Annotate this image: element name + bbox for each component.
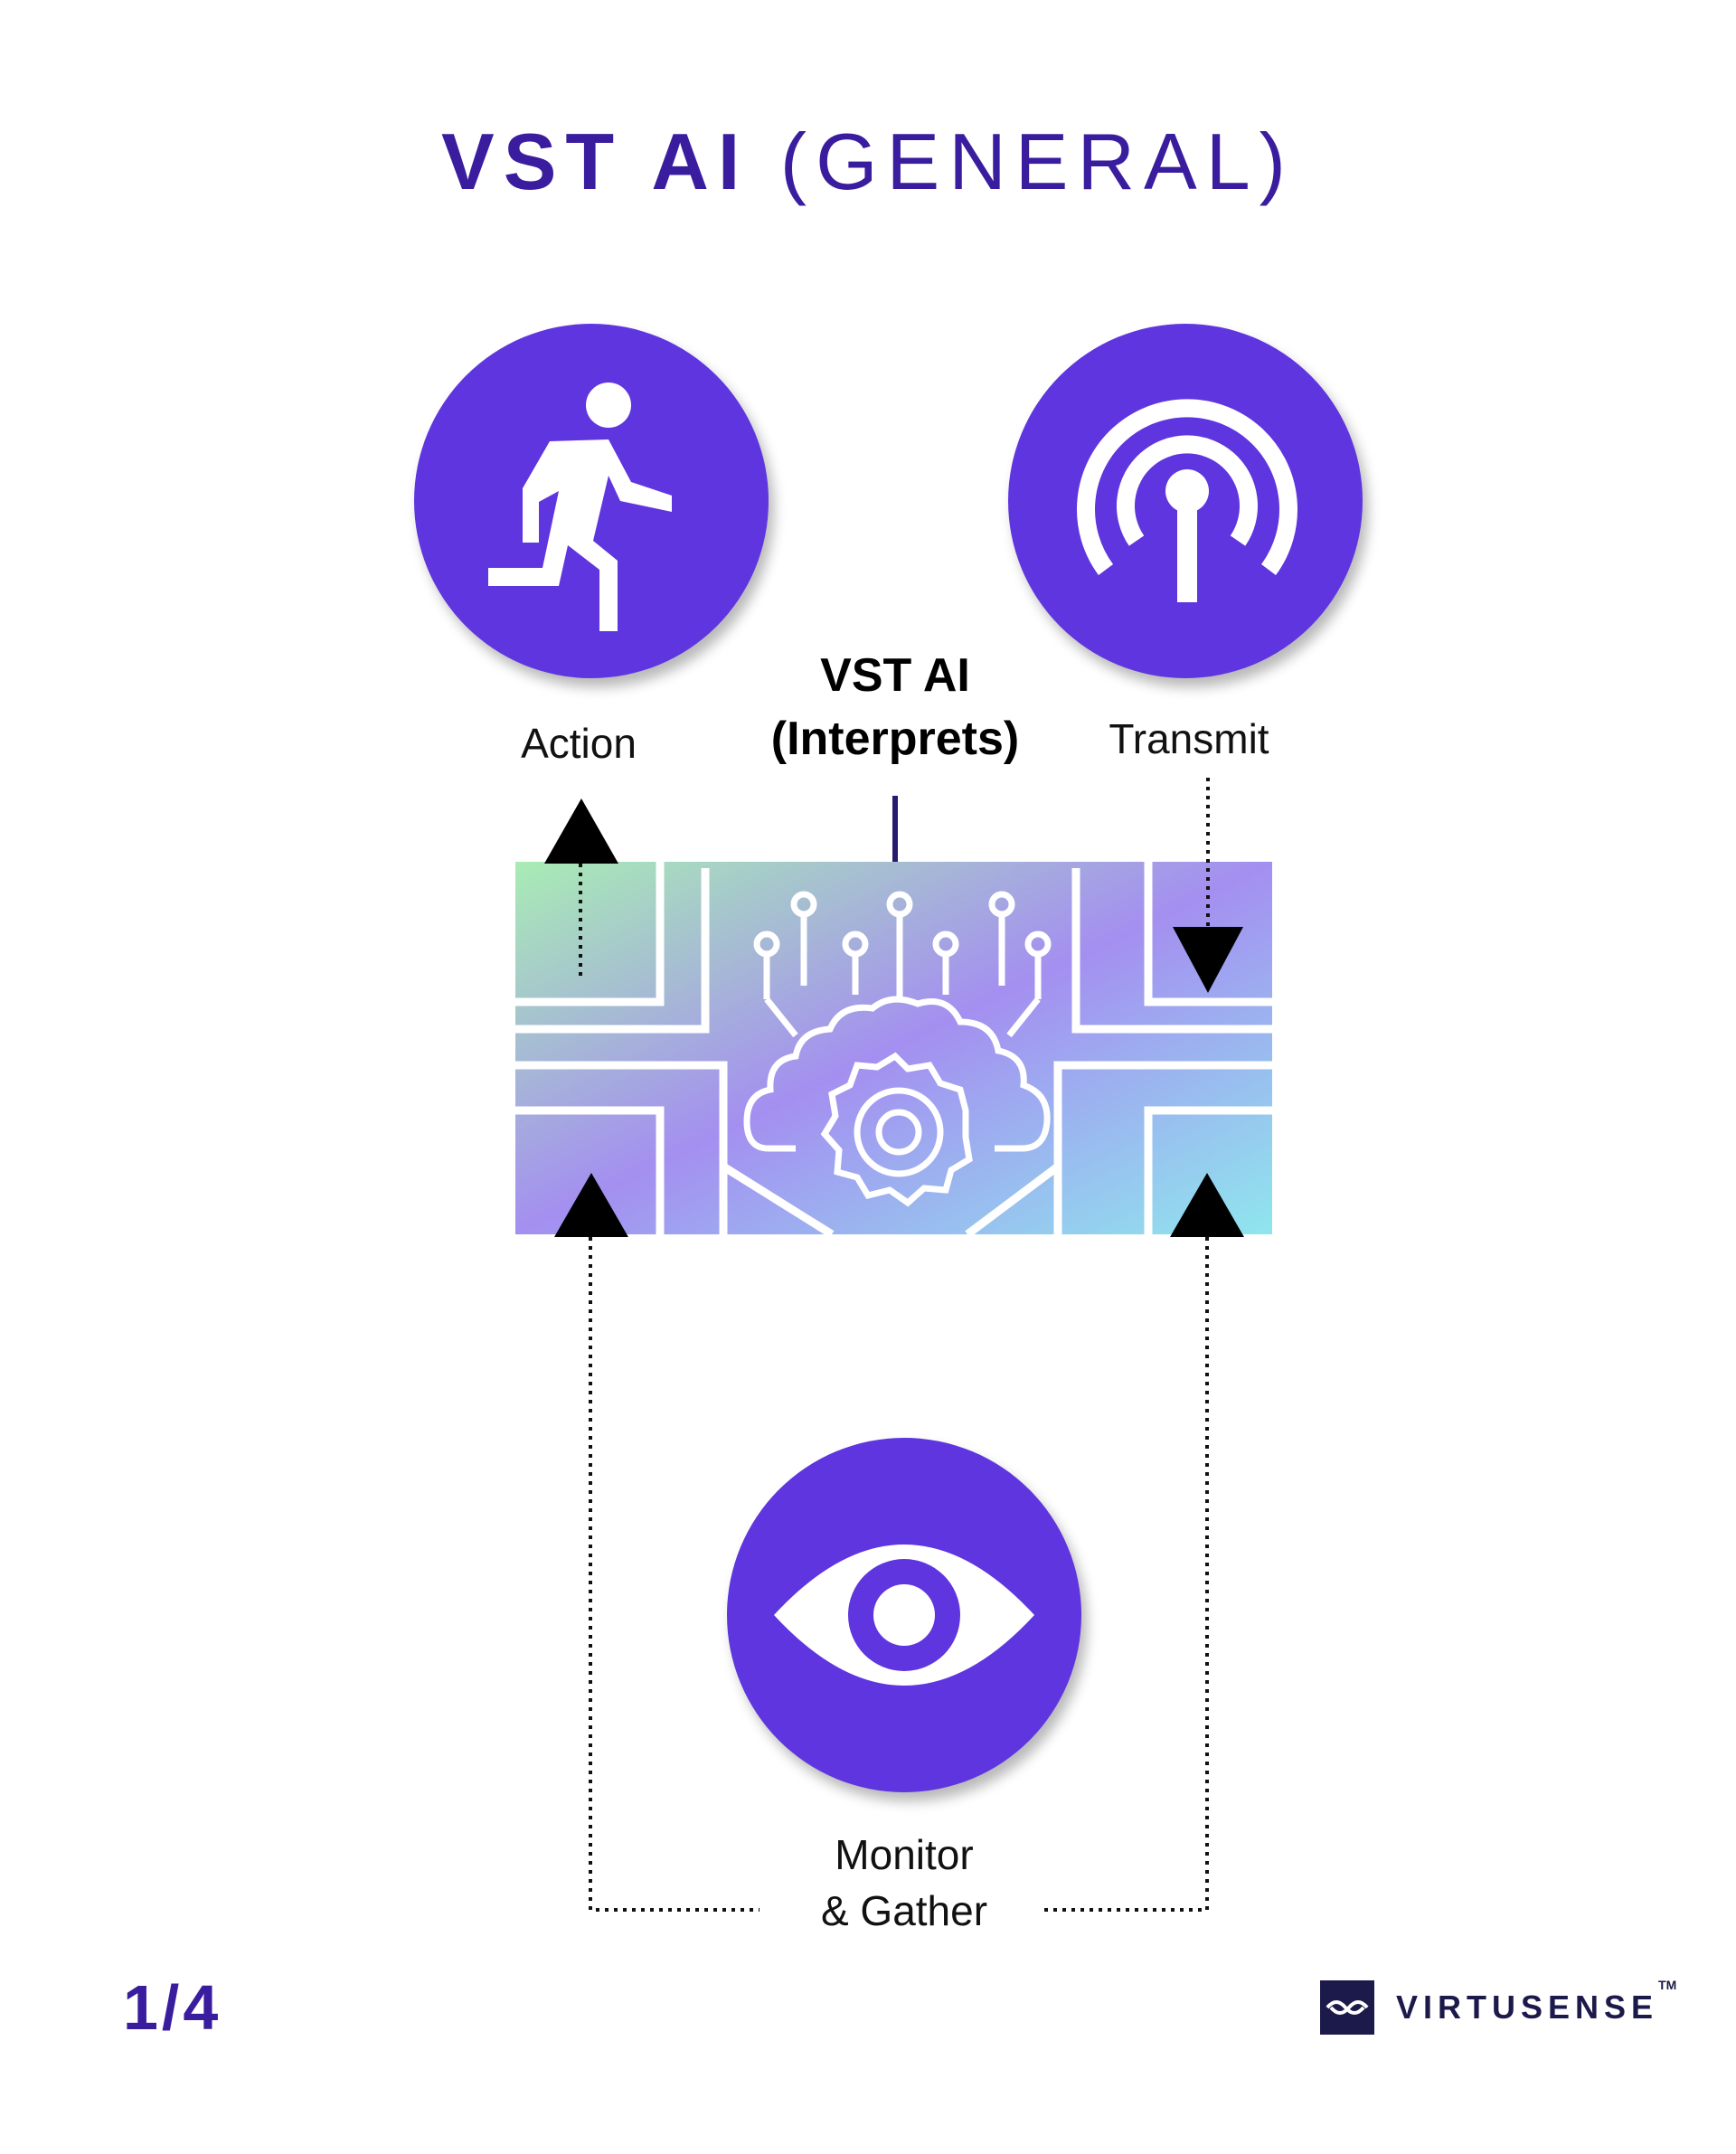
monitor-label-line1: Monitor <box>835 1831 974 1878</box>
arrow-down-transmit <box>1173 927 1243 993</box>
arrowheads <box>544 798 1244 1237</box>
brand-tm: TM <box>1658 1978 1677 1992</box>
circuit-traces <box>515 862 1272 1238</box>
action-node <box>414 324 769 678</box>
monitor-left-connector <box>589 1237 760 1912</box>
ai-brain-gear-icon <box>743 891 1052 1207</box>
interpret-label: VST AI (Interprets) <box>714 644 1076 770</box>
monitor-right-connector <box>1040 1237 1209 1912</box>
eye-icon <box>774 1545 1034 1686</box>
page-title: VST AI (GENERAL) <box>0 116 1736 208</box>
brand: VIRTUSENSETM <box>1320 1978 1676 2035</box>
page-indicator: 1/4 <box>123 1972 222 2043</box>
broadcast-antenna-icon <box>1077 399 1297 602</box>
transmit-label: Transmit <box>1109 715 1269 762</box>
arrow-up-action <box>544 798 618 864</box>
title-main: VST AI <box>441 117 750 206</box>
monitor-label-line2: & Gather <box>820 1887 988 1934</box>
monitor-label: Monitor & Gather <box>769 1827 1040 1939</box>
transmit-node <box>1008 324 1363 678</box>
title-sub: (GENERAL) <box>779 117 1295 206</box>
brand-name: VIRTUSENSETM <box>1396 1978 1676 2026</box>
virtusense-logo-icon <box>1320 1980 1374 2035</box>
walking-person-icon <box>488 383 672 631</box>
interpret-label-line2: (Interprets) <box>770 713 1020 765</box>
brand-name-text: VIRTUSENSE <box>1396 1989 1659 2026</box>
monitor-node <box>727 1438 1081 1792</box>
interpret-panel <box>515 862 1272 1238</box>
flow-connectors <box>579 778 1210 1912</box>
arrow-up-monitor-right <box>1170 1173 1244 1237</box>
action-label: Action <box>521 720 637 767</box>
arrow-up-monitor-left <box>554 1173 628 1237</box>
interpret-label-line1: VST AI <box>820 649 970 702</box>
